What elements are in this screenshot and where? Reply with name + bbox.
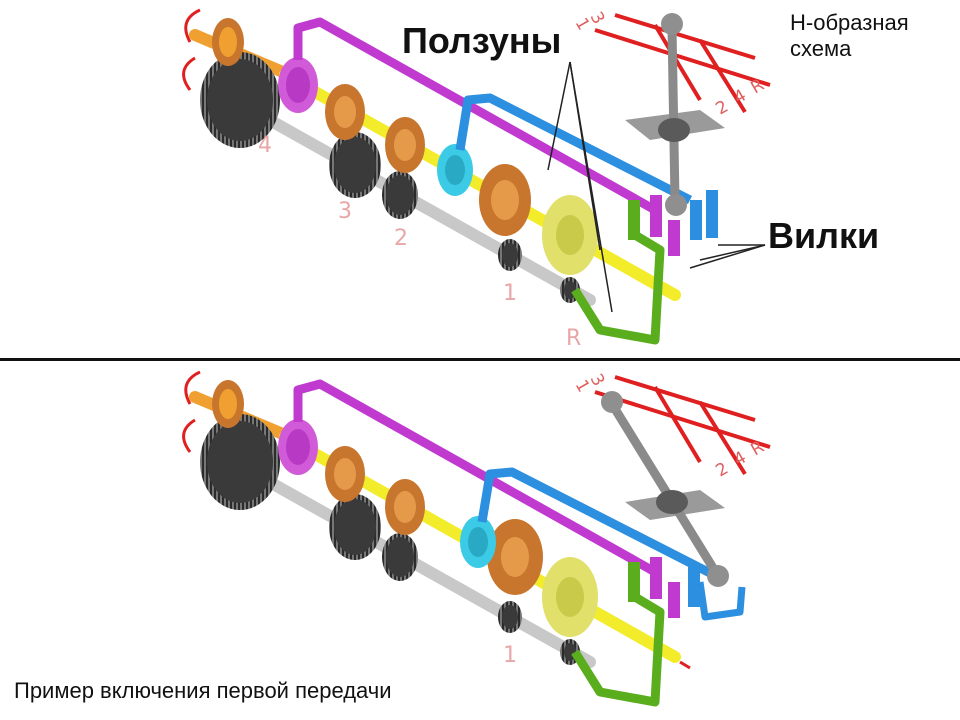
gear-number-2: 2 [394,226,408,251]
gear-numbers: 1 [503,643,517,668]
synchro-3-4 [278,57,318,113]
gate-label-4: 4 [731,86,750,109]
gearbox-diagram-neutral: 1 3 2 4 R 4 3 [182,8,771,351]
synchro-1-2-engaged [460,516,496,568]
gear-number-1: 1 [503,281,517,306]
gear-lever [601,391,729,587]
countershaft-gears [200,52,580,303]
panel-first-gear: 1 3 2 4 R 1 [0,362,960,720]
rotation-arrow-icon [182,8,201,91]
gear-number-r: R [566,326,581,351]
gate-labels: 1 3 2 4 R [571,371,768,482]
gear-number-4: 4 [258,133,272,158]
callout-lines [547,61,766,313]
gear-lever [625,13,725,216]
rod-green [571,231,665,345]
rotation-arrow-icon [182,370,201,453]
synchro-3-4 [278,419,318,475]
gear-number-3: 3 [338,199,352,224]
countershaft-gears [200,414,580,665]
h-scheme-line-2: схема [790,36,852,61]
input-gear [212,380,244,428]
rod-magenta [293,17,658,214]
rod-blue [455,93,693,205]
synchro-1-2 [437,144,473,196]
h-scheme-line-1: Н-образная [790,10,909,35]
gear-numbers: 4 3 2 1 R [258,133,581,351]
shift-forks [628,190,718,256]
gear-number-1: 1 [503,643,517,668]
panel-neutral: 1 3 2 4 R 4 3 [0,0,960,358]
gearbox-diagram-first-gear: 1 3 2 4 R 1 [182,370,771,707]
rod-blue-return [696,581,746,621]
h-scheme-label: Н-образная схема [790,10,909,62]
gate-label-2: 2 [713,459,732,482]
output-rotation-arrow-icon [679,660,691,670]
main-gears [325,446,598,637]
panel-divider [0,358,960,361]
caption: Пример включения первой передачи [14,678,392,703]
input-gear [212,18,244,66]
sliders-label: Ползуны [402,20,562,61]
gate-label-r: R [748,75,768,98]
h-shift-gate [594,375,771,476]
main-gears [325,84,598,275]
shift-forks [628,557,700,618]
h-shift-gate [594,13,771,114]
rod-blue [477,467,715,579]
gate-label-4: 4 [731,448,750,471]
gate-label-r: R [748,437,768,460]
rod-green [571,593,665,707]
forks-label: Вилки [768,215,880,256]
gate-label-2: 2 [713,97,732,120]
